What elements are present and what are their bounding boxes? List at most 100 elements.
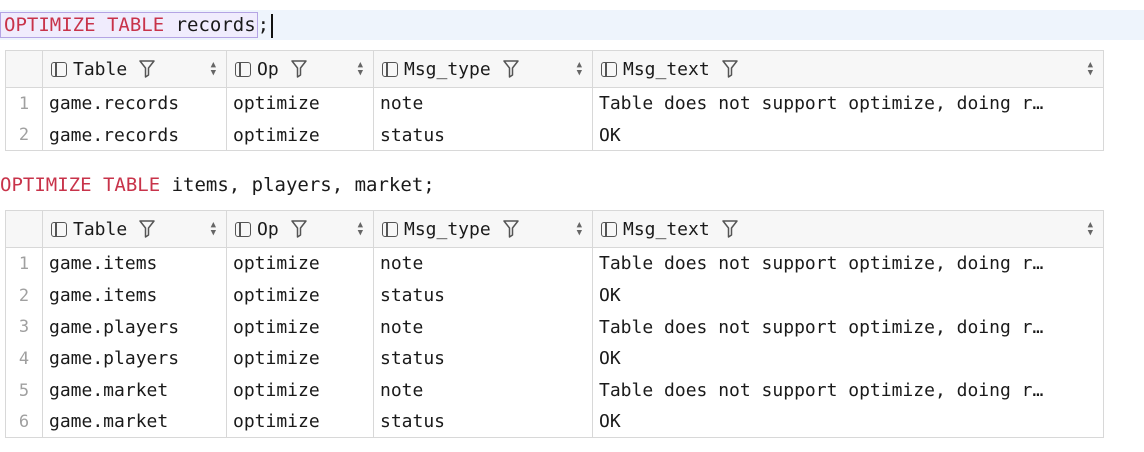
cell-table[interactable]: game.records: [43, 119, 227, 151]
row-number: 5: [6, 374, 43, 407]
cell-msg-type[interactable]: status: [374, 119, 593, 151]
column-icon: [235, 61, 251, 77]
row-number: 1: [6, 88, 43, 120]
cell-table[interactable]: game.records: [43, 88, 227, 120]
table-row[interactable]: 4 game.players optimize status OK: [5, 343, 1104, 375]
filter-funnel-icon[interactable]: [721, 220, 738, 238]
table-row[interactable]: 6 game.market optimize status OK: [5, 406, 1104, 439]
cell-msg-text[interactable]: Table does not support optimize, doing r…: [599, 380, 1044, 402]
grid-header: Table ▲▼ Op ▲▼ Msg_type ▲▼ Msg_text ▲▼: [5, 50, 1104, 88]
sql-keyword: OPTIMIZE TABLE: [0, 174, 161, 196]
cell-msg-text[interactable]: OK: [599, 124, 621, 146]
column-icon: [601, 61, 617, 77]
filter-funnel-icon[interactable]: [502, 60, 519, 78]
cell-msg-text[interactable]: OK: [599, 411, 621, 433]
sql-statement-1[interactable]: OPTIMIZE TABLE records;: [0, 10, 1144, 40]
row-number: 6: [6, 406, 43, 438]
cell-msg-type[interactable]: note: [374, 248, 593, 280]
table-row[interactable]: 1 game.records optimize note Table does …: [5, 88, 1104, 120]
sql-table-list: items, players, market;: [160, 174, 435, 196]
cell-msg-type[interactable]: status: [374, 279, 593, 312]
sql-semicolon: ;: [257, 14, 270, 36]
text-caret: [271, 13, 274, 38]
table-row[interactable]: 3 game.players optimize note Table does …: [5, 311, 1104, 344]
cell-op[interactable]: optimize: [227, 88, 374, 120]
column-icon: [382, 221, 398, 237]
column-header-label: Op: [257, 218, 279, 240]
column-icon: [235, 221, 251, 237]
row-number: 2: [6, 279, 43, 312]
cell-table[interactable]: game.players: [43, 343, 227, 375]
table-row[interactable]: 2 game.items optimize status OK: [5, 279, 1104, 312]
column-header-label: Table: [73, 58, 128, 80]
row-number: 4: [6, 343, 43, 375]
cell-msg-type[interactable]: note: [374, 311, 593, 344]
sort-arrows-icon[interactable]: ▲▼: [357, 60, 363, 78]
filter-funnel-icon[interactable]: [290, 60, 307, 78]
cell-msg-text[interactable]: Table does not support optimize, doing r…: [599, 316, 1044, 338]
cell-table[interactable]: game.players: [43, 311, 227, 344]
row-number: 2: [6, 119, 43, 151]
cell-msg-text[interactable]: Table does not support optimize, doing r…: [599, 253, 1044, 275]
column-header-msg-type[interactable]: Msg_type ▲▼: [374, 211, 593, 247]
column-header-msg-text[interactable]: Msg_text ▲▼: [593, 211, 1103, 247]
cell-table[interactable]: game.market: [43, 406, 227, 438]
cell-msg-text[interactable]: OK: [599, 285, 621, 307]
row-number: 3: [6, 311, 43, 344]
column-icon: [601, 221, 617, 237]
column-header-label: Msg_type: [404, 58, 491, 80]
filter-funnel-icon[interactable]: [502, 220, 519, 238]
column-header-label: Msg_text: [623, 218, 710, 240]
filter-funnel-icon[interactable]: [139, 220, 155, 238]
cell-table[interactable]: game.market: [43, 374, 227, 407]
table-row[interactable]: 2 game.records optimize status OK: [5, 119, 1104, 152]
filter-funnel-icon[interactable]: [139, 60, 155, 78]
column-header-op[interactable]: Op ▲▼: [227, 51, 374, 87]
sort-arrows-icon[interactable]: ▲▼: [1087, 220, 1093, 238]
sort-arrows-icon[interactable]: ▲▼: [576, 60, 582, 78]
column-header-label: Msg_type: [404, 218, 491, 240]
sort-arrows-icon[interactable]: ▲▼: [576, 220, 582, 238]
table-row[interactable]: 1 game.items optimize note Table does no…: [5, 248, 1104, 280]
cell-table[interactable]: game.items: [43, 248, 227, 280]
grid-header: Table ▲▼ Op ▲▼ Msg_type ▲▼ Msg_text ▲▼: [5, 210, 1104, 248]
result-grid-2: Table ▲▼ Op ▲▼ Msg_type ▲▼ Msg_text ▲▼ 1…: [5, 210, 1104, 439]
cell-msg-type[interactable]: note: [374, 88, 593, 120]
cell-op[interactable]: optimize: [227, 248, 374, 280]
cell-table[interactable]: game.items: [43, 279, 227, 312]
cell-msg-type[interactable]: status: [374, 343, 593, 375]
cell-msg-text[interactable]: OK: [599, 348, 621, 370]
sort-arrows-icon[interactable]: ▲▼: [210, 60, 216, 78]
cell-op[interactable]: optimize: [227, 279, 374, 312]
sort-arrows-icon[interactable]: ▲▼: [1087, 60, 1093, 78]
sort-arrows-icon[interactable]: ▲▼: [210, 220, 216, 238]
column-icon: [51, 221, 67, 237]
cell-op[interactable]: optimize: [227, 311, 374, 344]
row-number-header: [6, 51, 43, 87]
sql-keyword: OPTIMIZE TABLE: [4, 14, 165, 36]
table-row[interactable]: 5 game.market optimize note Table does n…: [5, 374, 1104, 407]
cell-msg-type[interactable]: status: [374, 406, 593, 438]
column-icon: [382, 61, 398, 77]
column-header-table[interactable]: Table ▲▼: [43, 211, 227, 247]
filter-funnel-icon[interactable]: [290, 220, 307, 238]
cell-op[interactable]: optimize: [227, 343, 374, 375]
cell-msg-text[interactable]: Table does not support optimize, doing r…: [599, 93, 1044, 115]
column-header-msg-text[interactable]: Msg_text ▲▼: [593, 51, 1103, 87]
cell-msg-type[interactable]: note: [374, 374, 593, 407]
cell-op[interactable]: optimize: [227, 406, 374, 438]
cell-op[interactable]: optimize: [227, 374, 374, 407]
column-header-msg-type[interactable]: Msg_type ▲▼: [374, 51, 593, 87]
column-header-op[interactable]: Op ▲▼: [227, 211, 374, 247]
row-number-header: [6, 211, 43, 247]
column-header-table[interactable]: Table ▲▼: [43, 51, 227, 87]
sql-table-name: records: [164, 14, 256, 36]
sql-statement-2[interactable]: OPTIMIZE TABLE items, players, market;: [0, 170, 1144, 200]
column-icon: [51, 61, 67, 77]
column-header-label: Table: [73, 218, 128, 240]
selected-statement[interactable]: OPTIMIZE TABLE records: [0, 12, 258, 38]
column-header-label: Msg_text: [623, 58, 710, 80]
cell-op[interactable]: optimize: [227, 119, 374, 151]
sort-arrows-icon[interactable]: ▲▼: [357, 220, 363, 238]
filter-funnel-icon[interactable]: [721, 60, 738, 78]
